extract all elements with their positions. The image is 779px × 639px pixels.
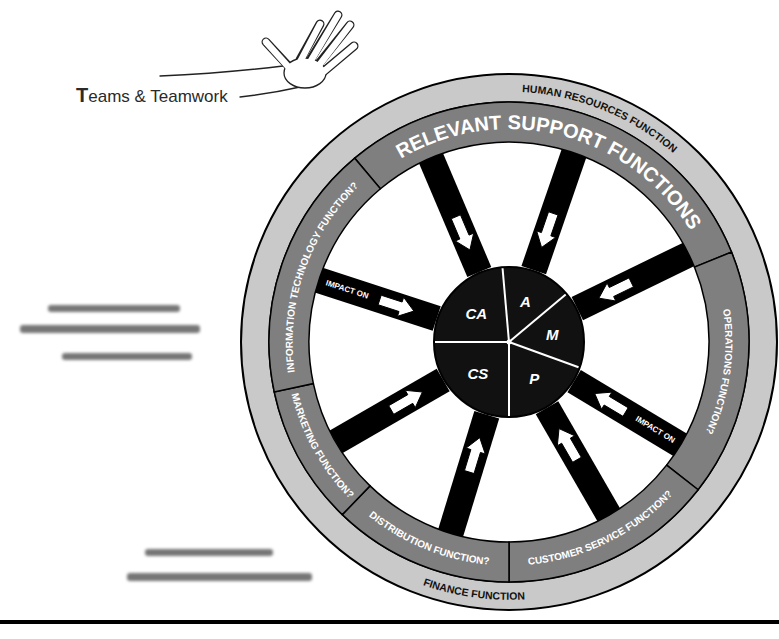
outer-ring-edge [241, 74, 777, 610]
arrowhead [389, 390, 423, 414]
ring-label: DISTRIBUTION FUNCTION? [367, 509, 490, 567]
ring-label: MARKETING FUNCTION? [290, 392, 357, 500]
hub-divider [509, 342, 579, 367]
spoke-connector [547, 408, 609, 515]
ring-label-path: MARKETING FUNCTION? [290, 392, 357, 500]
spoke-connector [431, 158, 479, 272]
ring-label: OPERATIONS FUNCTION? [704, 308, 735, 436]
hub-segment-label: CS [467, 366, 488, 381]
hub-divider [435, 341, 509, 343]
hub-segment-label: CA [465, 305, 487, 320]
spoke-connector [451, 415, 487, 534]
ground-line [0, 620, 779, 624]
spoke-label: IMPACT ON [325, 279, 370, 300]
speed-line [127, 573, 312, 581]
spoke-connector [577, 254, 688, 308]
hub-segment-label: M [546, 327, 559, 342]
speed-line [62, 353, 192, 360]
spoke-connector [534, 153, 574, 270]
ring-label: CUSTOMER SERVICE FUNCTION? [527, 488, 674, 567]
hub-divider [509, 294, 566, 342]
hub-segment-label: P [529, 371, 539, 386]
hub-circle: A M P CS CA [433, 266, 585, 418]
spoke-connector [574, 381, 680, 445]
ring-label-path: RELEVANT SUPPORT FUNCTIONS [392, 111, 706, 233]
arrowhead [595, 392, 628, 416]
spoke [431, 158, 479, 272]
hub-divider [503, 268, 509, 342]
hub-centre [507, 340, 512, 345]
wrist-line [240, 87, 300, 97]
arrowhead [557, 429, 581, 463]
hub-segment-label: A [520, 294, 531, 309]
spoke [574, 381, 680, 445]
ring-label-path: OPERATIONS FUNCTION? [704, 308, 735, 436]
spoke [451, 415, 487, 534]
band-sector [274, 384, 370, 515]
finger-fills [266, 15, 354, 73]
ring-label-path: INFORMATION TECHNOLOGY FUNCTION? [284, 180, 361, 373]
arrowhead [599, 278, 634, 301]
band-sector [355, 102, 732, 267]
band-sector [342, 486, 509, 582]
band-sector [667, 252, 749, 490]
arrowhead [537, 212, 558, 248]
hand-logo [160, 15, 354, 97]
spoke-connector [336, 380, 443, 442]
outer-ring: HUMAN RESOURCES FUNCTIONFINANCE FUNCTION… [239, 72, 779, 612]
finger [322, 46, 354, 73]
spoke [336, 380, 443, 442]
band-sector [269, 158, 380, 392]
logo-caption: Teams & Teamwork [76, 84, 228, 107]
ring-label-path: DISTRIBUTION FUNCTION? [367, 509, 490, 567]
speed-line [48, 305, 180, 312]
finger-outlines [266, 15, 354, 72]
spoke-label: IMPACT ON [634, 415, 676, 445]
arrowhead [464, 438, 485, 474]
ring-label: RELEVANT SUPPORT FUNCTIONS [392, 111, 706, 233]
outer-ring-fill [241, 74, 777, 610]
hub-shape [433, 266, 585, 418]
arrowhead [378, 295, 414, 316]
spoke [534, 153, 574, 270]
band-sector [509, 465, 698, 582]
spoke [577, 254, 688, 308]
ring-label-path: CUSTOMER SERVICE FUNCTION? [527, 488, 674, 567]
hub-divider [508, 342, 510, 416]
spoke [547, 408, 609, 515]
ring-label: INFORMATION TECHNOLOGY FUNCTION? [284, 180, 361, 373]
arrowhead [451, 215, 473, 250]
thumb [266, 42, 293, 72]
wrist-line [160, 66, 283, 76]
inner-ring-edge [269, 102, 749, 582]
hub-disc [434, 267, 584, 417]
speed-line [20, 325, 200, 333]
speed-line [145, 549, 273, 556]
